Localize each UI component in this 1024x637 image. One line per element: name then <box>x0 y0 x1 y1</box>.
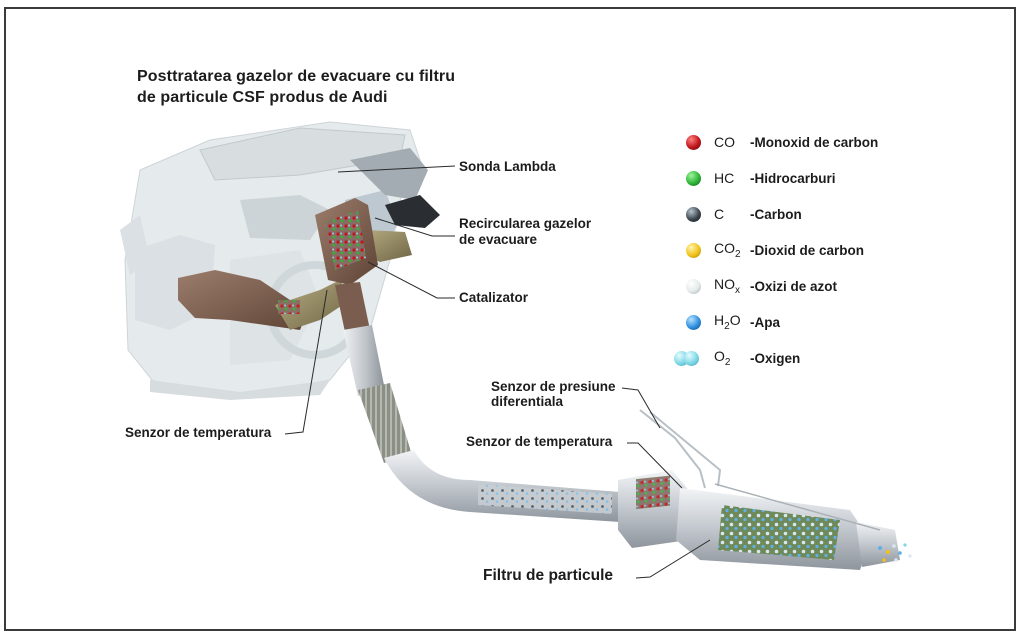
legend-formula: CO2 <box>714 240 741 260</box>
title-line-2: de particule CSF produs de Audi <box>137 89 388 106</box>
dark-gray-ball-icon <box>686 206 701 222</box>
legend-item-co2: CO2 -Dioxid de carbon <box>686 240 864 260</box>
legend-item-h2o: H2O -Apa <box>686 312 780 332</box>
legend-description: -Dioxid de carbon <box>750 242 865 258</box>
flex-pipe <box>358 383 412 463</box>
legend-formula: O2 <box>714 348 731 368</box>
cyan-double-ball-icon <box>674 350 714 366</box>
blue-ball-icon <box>686 314 701 330</box>
leader-sonda-lambda <box>337 165 456 173</box>
callout-recirculare-line-1: Recircularea gazelor <box>459 216 592 231</box>
legend-item-c: C -Carbon <box>686 204 802 224</box>
legend-description: -Apa <box>750 314 780 330</box>
legend-item-co: CO -Monoxid de carbon <box>686 132 878 152</box>
particle-filter-core <box>718 505 840 560</box>
legend-description: -Carbon <box>750 206 802 222</box>
leader-senzor-temp-exhaust <box>627 442 683 489</box>
leader-senzor-temp-engine <box>284 289 328 435</box>
callout-senzor-temperatura-evacuare: Senzor de temperatura <box>466 434 613 449</box>
outlet-particles <box>878 543 912 562</box>
green-ball-icon <box>686 170 701 186</box>
legend-description: -Hidrocarburi <box>750 170 836 186</box>
callout-filtru-particule: Filtru de particule <box>483 567 614 584</box>
legend-item-hc: HC -Hidrocarburi <box>686 168 836 188</box>
callout-senzor-presiune-line-1: Senzor de presiune <box>491 379 616 394</box>
leader-recirculare <box>374 217 455 237</box>
white-ball-icon <box>686 278 701 294</box>
legend-formula: HC <box>714 170 735 186</box>
callout-recirculare-gaze: Recircularea gazelor de evacuare <box>459 216 591 248</box>
callout-recirculare-line-2: de evacuare <box>459 232 538 247</box>
legend-description: -Monoxid de carbon <box>750 134 879 150</box>
legend-item-nox: NOx -Oxizi de azot <box>686 276 837 296</box>
exhaust-manifold <box>178 270 310 330</box>
callout-senzor-presiune-diferentiala: Senzor de presiune diferentiala <box>491 379 616 409</box>
red-ball-icon <box>686 134 701 150</box>
title-line-1: Posttratarea gazelor de evacuare cu filt… <box>137 68 456 85</box>
legend-description: -Oxizi de azot <box>750 278 838 294</box>
callout-senzor-temperatura-motor: Senzor de temperatura <box>125 425 272 440</box>
leader-senzor-presiune <box>621 387 661 429</box>
legend-formula: NOx <box>714 276 740 296</box>
legend-formula: C <box>714 206 725 222</box>
diagram-title: Posttratarea gazelor de evacuare cu filt… <box>137 66 455 108</box>
callout-senzor-presiune-line-2: diferentiala <box>491 394 564 409</box>
yellow-ball-icon <box>686 242 701 258</box>
leader-filtru <box>635 539 711 579</box>
legend-description: -Oxigen <box>750 350 801 366</box>
legend-formula: H2O <box>714 312 741 332</box>
leader-catalizator <box>367 261 455 299</box>
leader-lines <box>284 165 711 579</box>
legend-formula: CO <box>714 134 735 150</box>
legend-item-o2: O2 -Oxigen <box>674 348 800 368</box>
callout-catalizator: Catalizator <box>459 290 529 305</box>
egr-duct <box>385 195 440 228</box>
callout-sonda-lambda: Sonda Lambda <box>459 159 556 174</box>
